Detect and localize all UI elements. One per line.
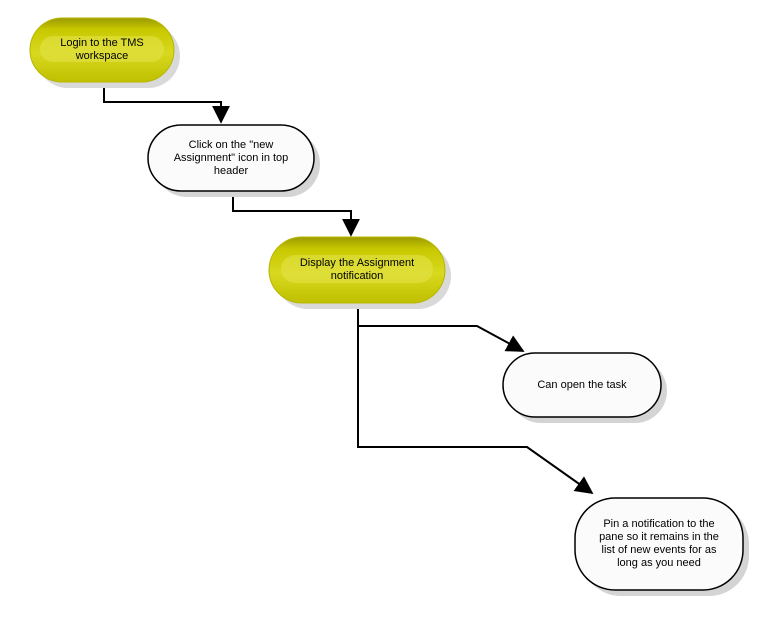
node-display-notification — [268, 236, 451, 309]
node-new-assignment — [147, 124, 320, 197]
node-pin-notification-label: Pin a notification to the pane so it rem… — [599, 518, 719, 569]
node-open-task — [502, 352, 667, 423]
connector-login-to-new-assignment — [103, 87, 230, 124]
node-open-task-label: Can open the task — [537, 378, 627, 391]
node-pin-notification — [574, 497, 749, 596]
connector-display-notification-to-open-task — [357, 309, 525, 352]
node-display-notification-label: Display the Assignment notification — [299, 257, 415, 282]
node-login — [29, 17, 180, 88]
node-new-assignment-label: Click on the "new Assignment" icon in to… — [173, 138, 289, 177]
connector-new-assignment-to-display-notification — [232, 192, 360, 237]
connector-display-notification-to-pin-notification — [357, 326, 594, 495]
node-login-label: Login to the TMS workspace — [60, 37, 144, 62]
